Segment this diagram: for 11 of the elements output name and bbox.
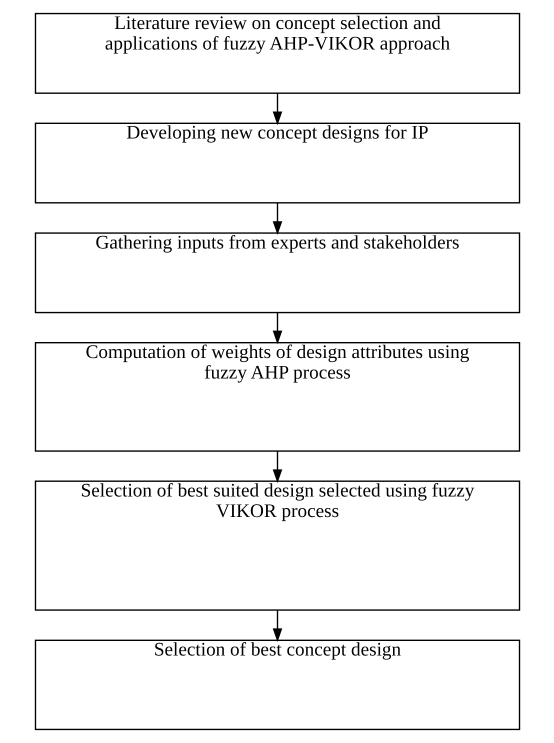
node-box: Selection of best concept design xyxy=(34,640,520,730)
node-box: Literature review on concept selection and applications of fuzzy AHP-VIKOR approach xyxy=(34,12,520,94)
arrow xyxy=(272,451,282,484)
arrow xyxy=(272,93,282,126)
node-box: Selection of best suited design selected using fuzzy VIKOR process xyxy=(34,480,520,611)
arrow xyxy=(272,312,282,344)
arrow xyxy=(272,203,282,235)
node-box: Computation of weights of design attributes using fuzzy AHP process xyxy=(34,342,520,452)
arrow xyxy=(272,610,282,642)
node-box: Developing new concept designs for IP xyxy=(34,122,520,204)
node-box: Gathering inputs from experts and stakeholders xyxy=(34,232,520,314)
